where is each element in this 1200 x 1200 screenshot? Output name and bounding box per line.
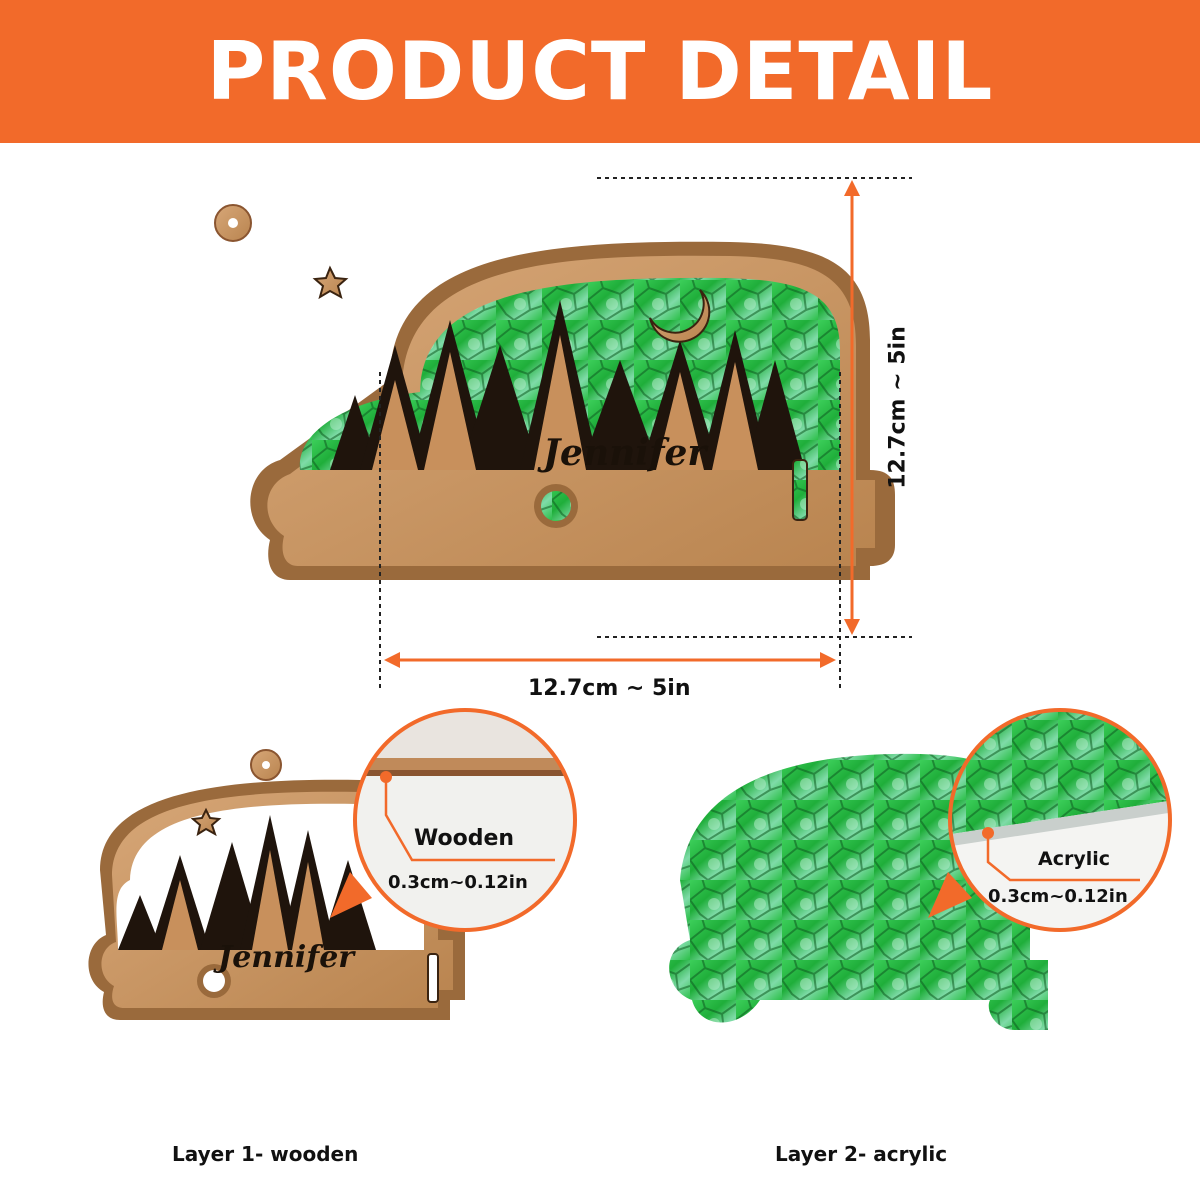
page-title: PRODUCT DETAIL bbox=[206, 25, 994, 118]
layer1-caption: Layer 1- wooden bbox=[172, 1142, 359, 1166]
layer2-caption: Layer 2- acrylic bbox=[775, 1142, 948, 1166]
forest-inner bbox=[372, 335, 758, 470]
layer1-product-name: Jennifer bbox=[218, 940, 355, 975]
layer1-thickness-label: 0.3cm~0.12in bbox=[388, 872, 528, 893]
main-product-name: Jennifer bbox=[543, 432, 707, 474]
width-label: 12.7cm ~ 5in bbox=[528, 676, 691, 701]
height-label: 12.7cm ~ 5in bbox=[885, 326, 911, 489]
layer1-zoom-callout bbox=[330, 708, 577, 932]
header-banner: PRODUCT DETAIL bbox=[0, 0, 1200, 143]
main-ornament bbox=[214, 204, 896, 580]
layer2-zoom-callout bbox=[928, 708, 1172, 932]
layer2-thickness-label: 0.3cm~0.12in bbox=[988, 886, 1128, 907]
layer1-material-label: Wooden bbox=[414, 826, 515, 851]
layer2-material-label: Acrylic bbox=[1038, 848, 1111, 870]
dimension-lines-main bbox=[379, 177, 912, 688]
